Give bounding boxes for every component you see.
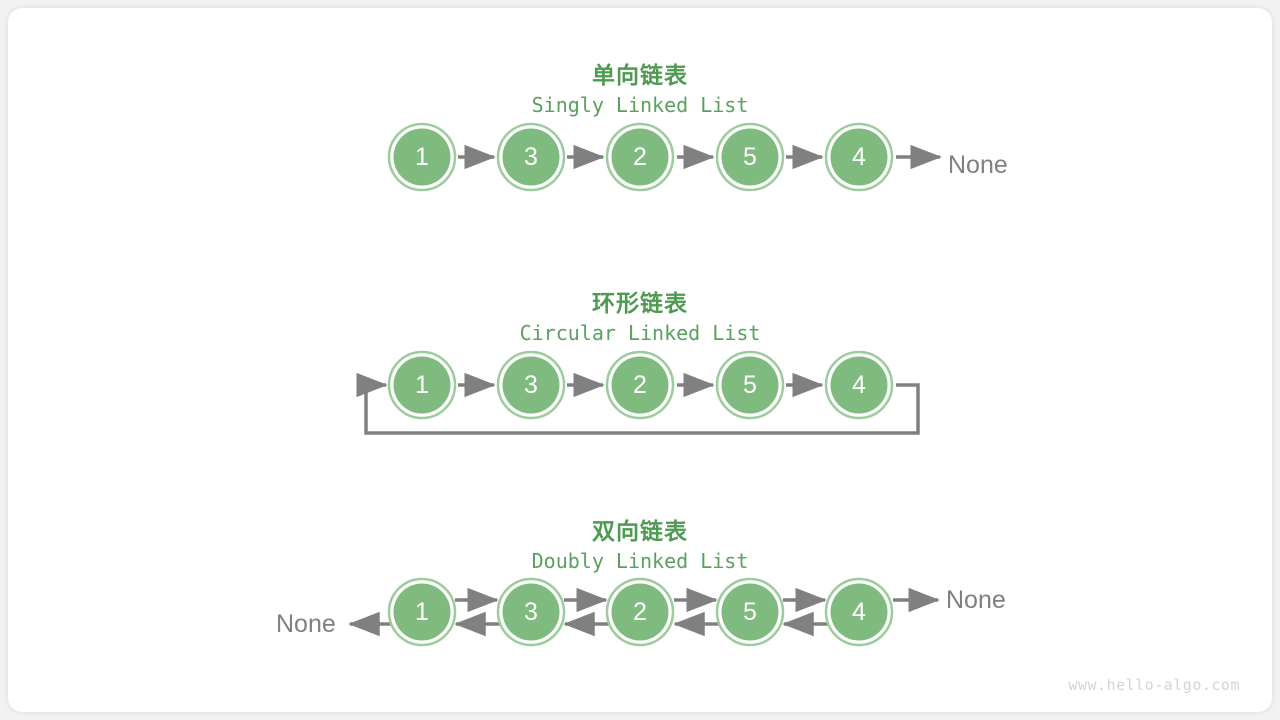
doubly-nodes: 1 3 2 5 bbox=[387, 577, 894, 647]
node: 3 bbox=[496, 350, 566, 420]
singly-title-cn: 单向链表 bbox=[592, 62, 688, 88]
node-value: 5 bbox=[743, 143, 757, 171]
node: 3 bbox=[496, 122, 566, 192]
node-value: 4 bbox=[852, 598, 866, 626]
node: 2 bbox=[605, 350, 675, 420]
node: 1 bbox=[387, 122, 457, 192]
node: 4 bbox=[824, 122, 894, 192]
node-value: 4 bbox=[852, 143, 866, 171]
circular-loopback-path bbox=[356, 372, 920, 435]
circular-title-en: Circular Linked List bbox=[519, 321, 761, 345]
node-value: 2 bbox=[633, 143, 647, 171]
node-value: 3 bbox=[524, 143, 538, 171]
node: 2 bbox=[605, 577, 675, 647]
node-value: 3 bbox=[524, 371, 538, 399]
singly-title-en: Singly Linked List bbox=[531, 93, 749, 117]
singly-nodes: 1 3 2 5 bbox=[387, 122, 894, 192]
node-value: 2 bbox=[633, 371, 647, 399]
node-value: 5 bbox=[743, 371, 757, 399]
diagram-card: 单向链表 Singly Linked List bbox=[8, 8, 1272, 712]
node-value: 3 bbox=[524, 598, 538, 626]
node-value: 2 bbox=[633, 598, 647, 626]
doubly-head-none-label: None bbox=[276, 610, 336, 638]
node: 5 bbox=[715, 122, 785, 192]
doubly-title-cn: 双向链表 bbox=[592, 518, 688, 544]
node: 1 bbox=[387, 350, 457, 420]
node: 3 bbox=[496, 577, 566, 647]
node: 5 bbox=[715, 350, 785, 420]
watermark: www.hello-algo.com bbox=[1068, 676, 1240, 694]
node: 4 bbox=[824, 577, 894, 647]
doubly-title-en: Doubly Linked List bbox=[531, 549, 749, 573]
node-value: 4 bbox=[852, 371, 866, 399]
node: 1 bbox=[387, 577, 457, 647]
singly-tail-none-label: None bbox=[948, 151, 1008, 179]
node-value: 1 bbox=[415, 143, 429, 171]
node-value: 1 bbox=[415, 598, 429, 626]
node: 4 bbox=[824, 350, 894, 420]
circular-title-cn: 环形链表 bbox=[592, 290, 688, 316]
node: 5 bbox=[715, 577, 785, 647]
node-value: 5 bbox=[743, 598, 757, 626]
node: 2 bbox=[605, 122, 675, 192]
circular-nodes: 1 3 2 5 bbox=[387, 350, 894, 420]
doubly-tail-none-label: None bbox=[946, 586, 1006, 614]
node-value: 1 bbox=[415, 371, 429, 399]
